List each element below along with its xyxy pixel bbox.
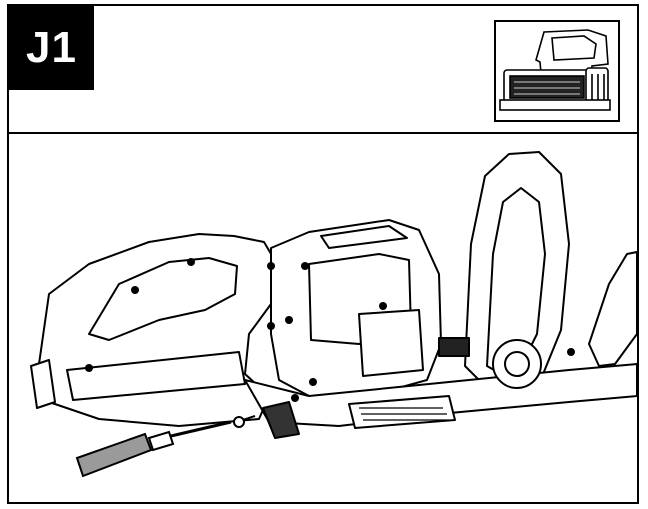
thumbnail-view bbox=[494, 20, 620, 122]
hand-guard bbox=[588, 251, 637, 367]
hedge-trimmer-illustration-icon bbox=[30, 151, 637, 478]
screwdriver bbox=[75, 420, 232, 478]
step-label: J1 bbox=[9, 6, 94, 90]
hedge-trimmer-thumbnail-icon bbox=[499, 29, 611, 111]
panel-header bbox=[7, 4, 639, 134]
removed-cover-plate bbox=[262, 401, 300, 439]
lower-body bbox=[244, 363, 637, 427]
screw bbox=[233, 415, 256, 428]
